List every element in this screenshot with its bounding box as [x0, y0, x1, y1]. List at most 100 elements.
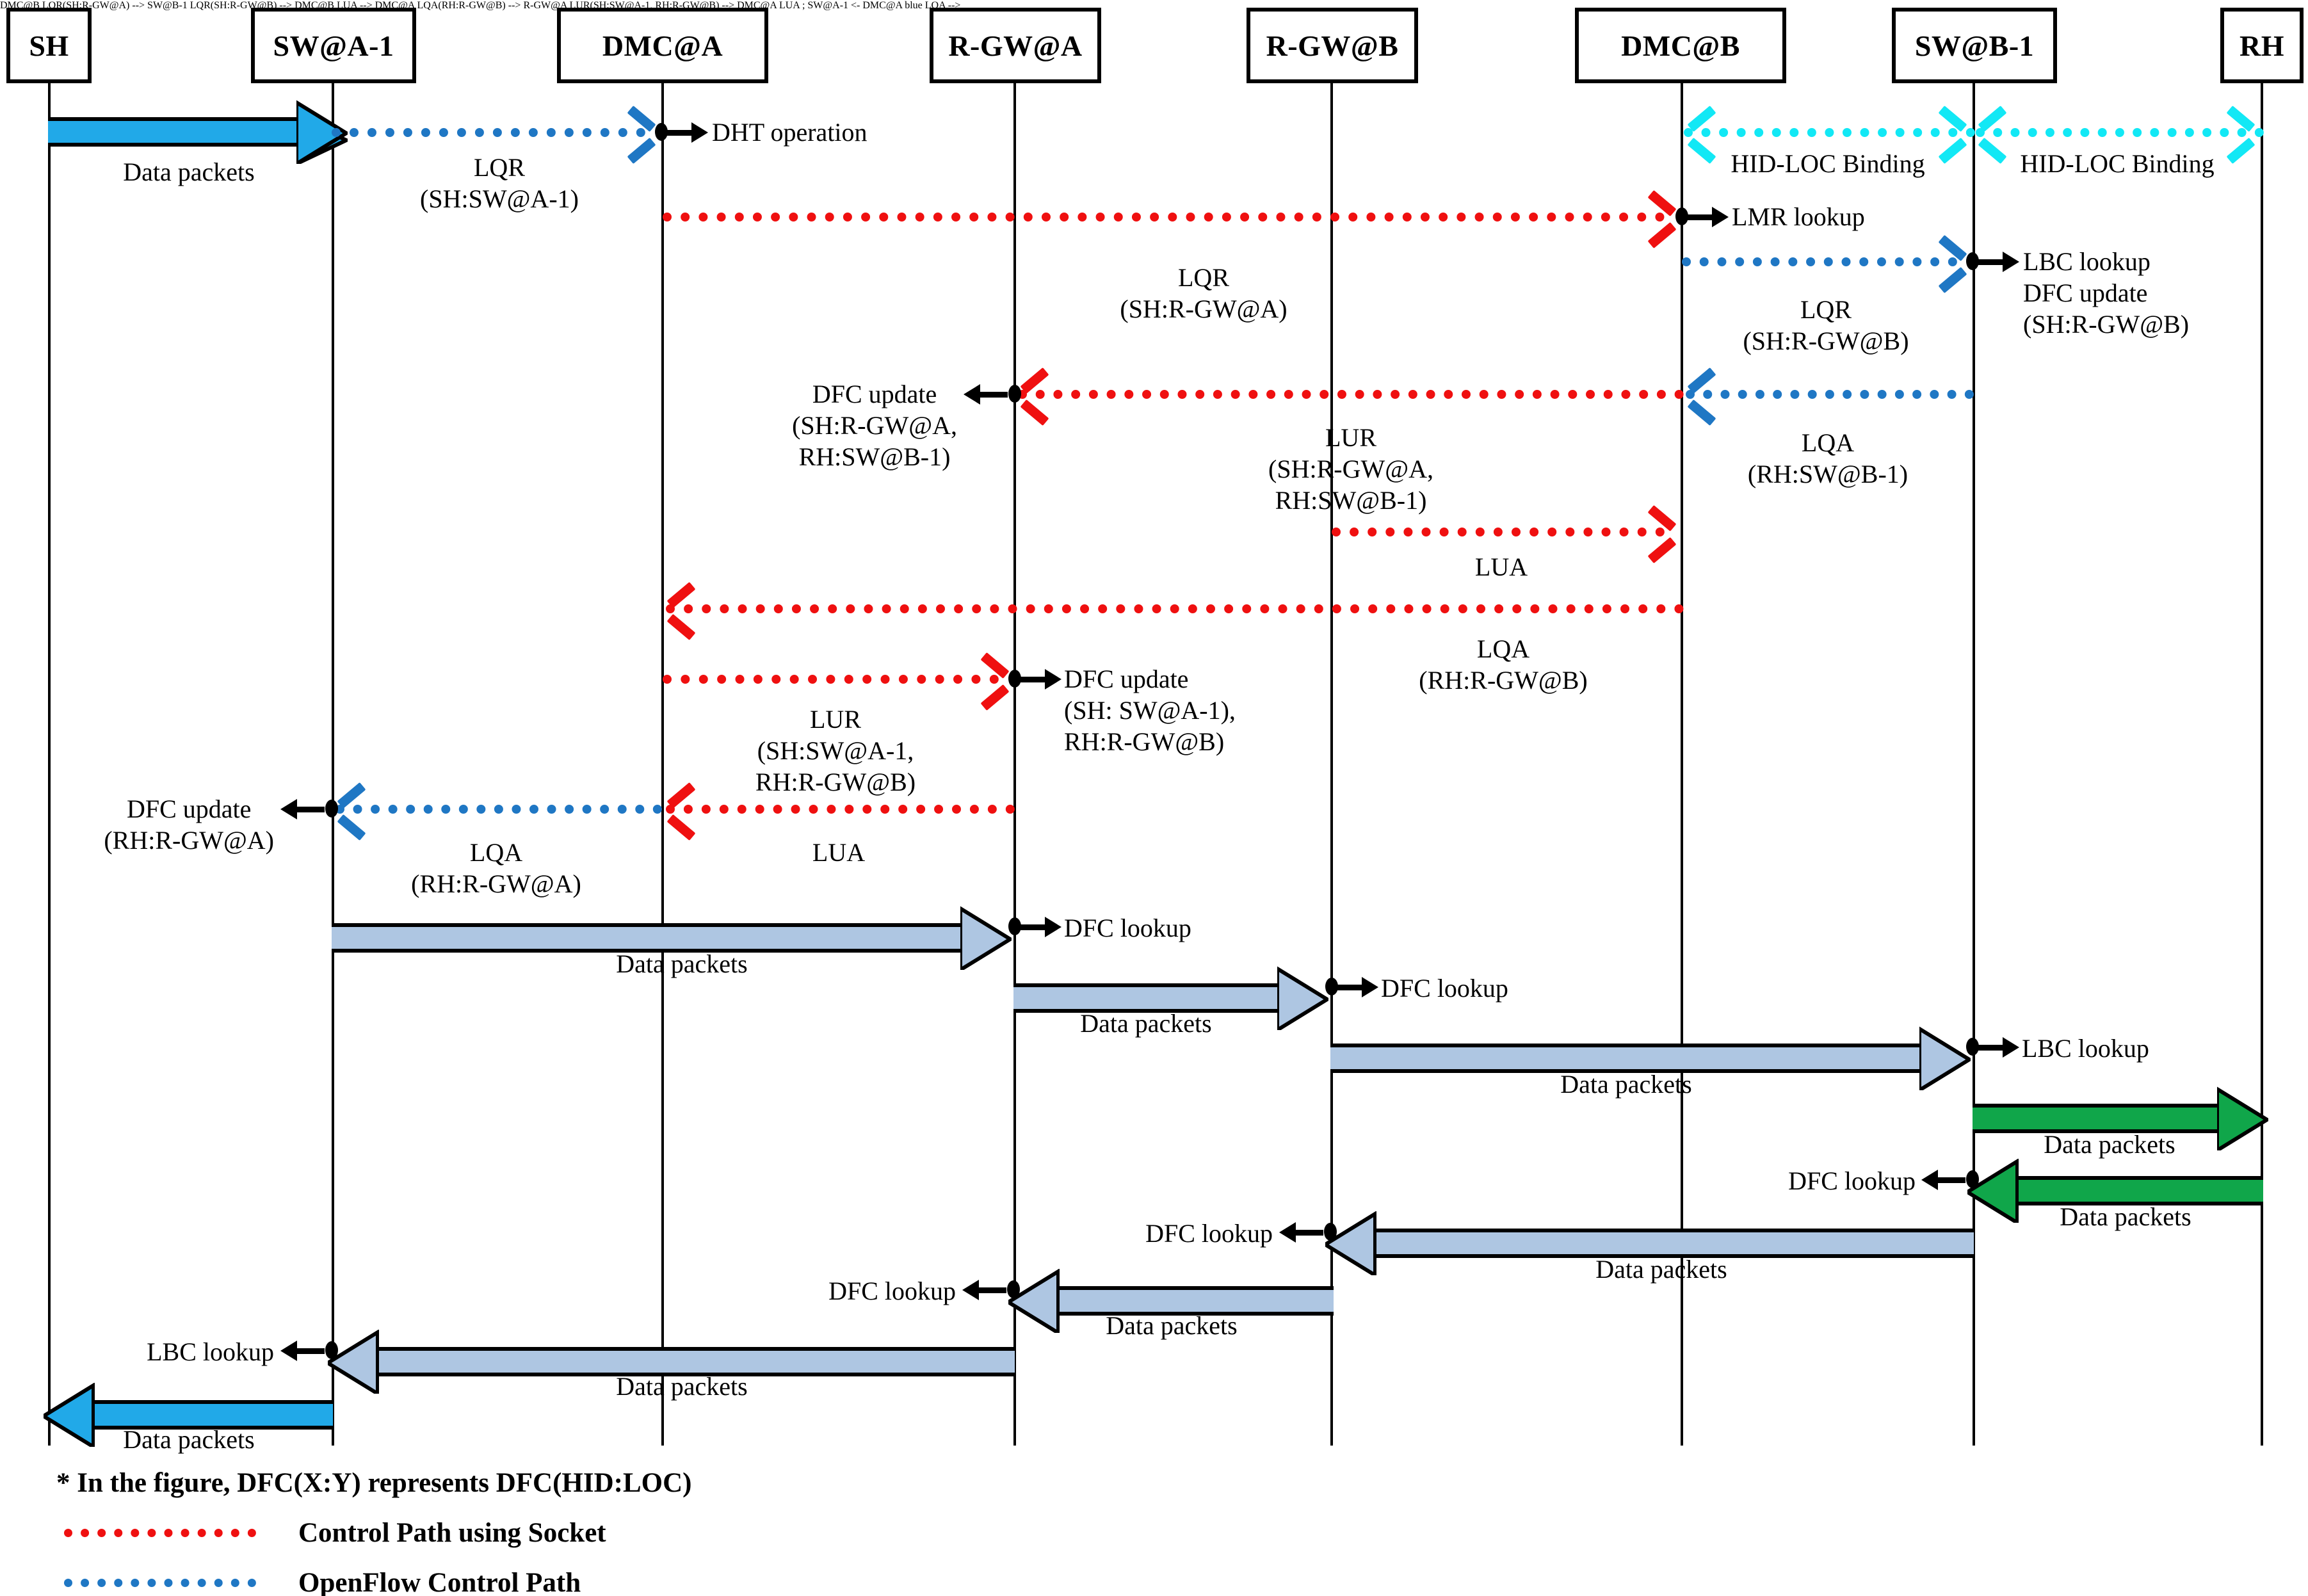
lifeline-label-rgwb: R-GW@B [1266, 29, 1399, 62]
lifeline-label-rh: RH [2239, 29, 2284, 62]
event-tick-dfc-update-b [1008, 670, 1021, 688]
label-lua-2: LUA [812, 838, 866, 867]
message-lur-dmca-to-rgwa [663, 675, 999, 684]
event-tick-dht [655, 123, 668, 141]
label-dfc-update-a: DFC update (SH:R-GW@A, RH:SW@B-1) [792, 380, 957, 471]
label-dfc-lookup-3: DFC lookup [1788, 1166, 1916, 1195]
lifeline-label-sh: SH [29, 29, 69, 62]
lifeline-rgwa [1013, 83, 1016, 1446]
label-hid-loc-binding-1: HID-LOC Binding [1731, 149, 1925, 178]
message-hid-loc-binding-dmcb-swb1 [1684, 128, 1975, 137]
event-tick-dfc-lookup-2 [1325, 978, 1338, 995]
event-arrowhead-dfc-update-rgwa [964, 384, 980, 405]
event-arrow-dfc-update-c [295, 807, 325, 812]
lifeline-box-swa1: SW@A-1 [251, 8, 416, 83]
event-arrowhead-lmr-lookup [1712, 207, 1729, 227]
event-arrow-dfc-lookup-1 [1019, 924, 1049, 930]
message-lqr-swa1-to-dmca [332, 128, 645, 137]
label-lqr-sh-rgwa: LQR (SH:R-GW@A) [1120, 263, 1287, 323]
message-lur-dmcb-to-rgwa [1018, 390, 1684, 399]
event-arrow-lbc-lookup-3 [295, 1348, 325, 1354]
label-lmr-lookup: LMR lookup [1732, 202, 1865, 231]
event-tick-lbc-lookup-3 [325, 1341, 338, 1359]
lifeline-box-swb1: SW@B-1 [1892, 8, 2057, 83]
label-dfc-lookup-1: DFC lookup [1064, 914, 1191, 942]
event-tick-dfc-lookup-3 [1966, 1170, 1979, 1188]
label-dfc-lookup-5: DFC lookup [828, 1277, 956, 1305]
label-data-packets-6: Data packets [2060, 1202, 2191, 1231]
message-lua-rgwb-to-dmcb [1332, 528, 1665, 536]
lifeline-box-rh: RH [2220, 8, 2304, 83]
label-lqa-rh-swb1: LQA (RH:SW@B-1) [1747, 428, 1909, 488]
label-dfc-lookup-2: DFC lookup [1381, 974, 1508, 1003]
lifeline-label-dmcb: DMC@B [1621, 29, 1740, 62]
event-arrow-dfc-update-rgwa [978, 392, 1008, 398]
event-arrow-lbc-lookup-2 [1977, 1045, 2006, 1051]
event-arrow-lbc-lookup-dfc-update [1977, 259, 2006, 265]
legend-label-control-socket: Control Path using Socket [298, 1518, 606, 1548]
label-dfc-lookup-4: DFC lookup [1145, 1219, 1273, 1248]
label-data-packets-9: Data packets [616, 1372, 748, 1401]
label-lqr-sh-rgwb: LQR (SH:R-GW@B) [1743, 295, 1909, 355]
event-arrowhead-dfc-lookup-2 [1362, 977, 1378, 997]
lifeline-dmcb [1681, 83, 1683, 1446]
event-tick-dfc-update-c [325, 800, 338, 818]
event-arrowhead-dfc-lookup-3 [1921, 1170, 1938, 1190]
lifeline-box-dmca: DMC@A [557, 8, 768, 83]
lifeline-rh [2261, 83, 2263, 1446]
message-lua-rgwa-to-dmca [666, 805, 1015, 814]
event-arrow-dfc-lookup-4 [1294, 1230, 1323, 1236]
message-lqa-dmcb-to-dmca [666, 604, 1684, 613]
label-dfc-update-b: DFC update (SH: SW@A-1), RH:R-GW@B) [1064, 665, 1236, 756]
event-arrowhead-lbc-lookup-2 [2003, 1037, 2019, 1058]
event-arrowhead-dfc-update-c [280, 799, 297, 819]
lifeline-sh [48, 83, 51, 1446]
label-data-packets-3: Data packets [1080, 1009, 1212, 1038]
label-data-packets-2: Data packets [616, 949, 748, 978]
label-lur-a: LUR (SH:R-GW@A, RH:SW@B-1) [1268, 423, 1433, 515]
label-lur-b: LUR (SH:SW@A-1, RH:R-GW@B) [755, 705, 916, 796]
lifeline-label-swa1: SW@A-1 [273, 29, 394, 62]
event-arrow-dht [666, 130, 695, 136]
legend-label-openflow: OpenFlow Control Path [298, 1568, 581, 1596]
legend-swatch-control-socket [64, 1529, 256, 1537]
label-data-packets-8: Data packets [1106, 1311, 1238, 1340]
message-lqa-swb1-to-dmcb [1686, 390, 1974, 399]
label-lbc-lookup-2: LBC lookup [2022, 1034, 2149, 1063]
message-hid-loc-binding-swb1-rh [1976, 128, 2264, 137]
legend-item-openflow-control-path: OpenFlow Control Path [64, 1567, 581, 1596]
footnote-dfc-notation: * In the figure, DFC(X:Y) represents DFC… [56, 1468, 692, 1498]
lifeline-label-swb1: SW@B-1 [1914, 29, 2035, 62]
event-arrowhead-dht [691, 122, 708, 143]
event-tick-dfc-lookup-4 [1324, 1223, 1337, 1241]
event-tick-lbc-lookup-dfc-update [1966, 252, 1979, 270]
label-lqa-rh-rgwb: LQA (RH:R-GW@B) [1419, 634, 1588, 695]
legend-item-control-path-socket: Control Path using Socket [64, 1517, 606, 1549]
label-data-packets-5: Data packets [2044, 1130, 2175, 1159]
label-data-packets-10: Data packets [123, 1425, 255, 1454]
label-data-packets-7: Data packets [1595, 1255, 1727, 1284]
label-hid-loc-binding-2: HID-LOC Binding [2020, 149, 2215, 178]
event-arrow-dfc-lookup-3 [1936, 1177, 1965, 1183]
lifeline-swa1 [332, 83, 334, 1446]
label-data-packets-1: Data packets [123, 157, 255, 186]
event-arrowhead-lbc-lookup-dfc-update [2003, 252, 2019, 272]
event-arrow-dfc-update-b [1019, 677, 1049, 682]
event-arrow-dfc-lookup-5 [977, 1287, 1006, 1293]
message-lqr-dmcb-to-swb1 [1682, 257, 1957, 266]
lifeline-dmca [661, 83, 664, 1446]
legend-swatch-openflow [64, 1579, 256, 1587]
lifeline-box-rgwb: R-GW@B [1247, 8, 1418, 83]
event-arrowhead-dfc-lookup-4 [1279, 1222, 1296, 1243]
label-lqr-sh-swa1: LQR (SH:SW@A-1) [420, 153, 579, 213]
event-tick-dfc-update-rgwa [1008, 385, 1021, 403]
event-tick-lmr-lookup [1675, 207, 1688, 225]
event-arrowhead-dfc-lookup-5 [962, 1280, 979, 1300]
lifeline-box-rgwa: R-GW@A [930, 8, 1101, 83]
event-arrowhead-lbc-lookup-3 [280, 1341, 297, 1361]
label-lbc-lookup-dfc-update: LBC lookup DFC update (SH:R-GW@B) [2023, 247, 2190, 339]
label-lua-1: LUA [1474, 552, 1528, 581]
event-arrowhead-dfc-update-b [1045, 669, 1061, 689]
event-tick-dfc-lookup-1 [1008, 917, 1021, 935]
lifeline-label-rgwa: R-GW@A [948, 29, 1083, 62]
